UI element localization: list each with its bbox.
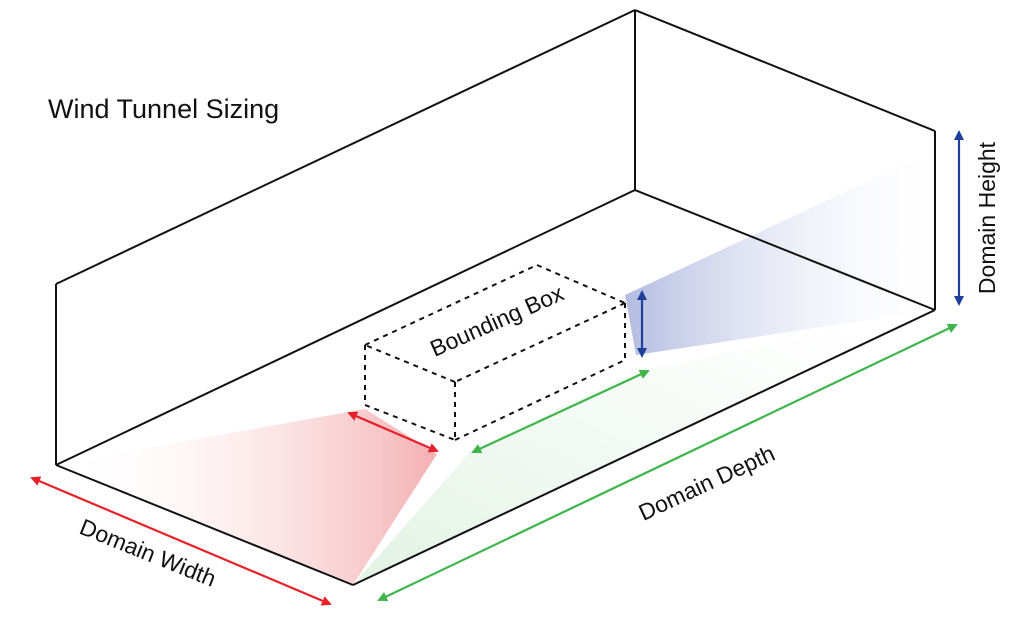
domain-width-arrow	[30, 476, 332, 606]
diagram-title: Wind Tunnel Sizing	[48, 94, 280, 124]
domain-width-label: Domain Width	[76, 513, 220, 591]
height-clearance-shade	[625, 150, 935, 355]
domain-depth-label: Domain Depth	[634, 440, 778, 526]
depth-clearance-arrow	[471, 369, 650, 454]
domain-height-label: Domain Height	[974, 141, 1000, 294]
domain-depth-arrow	[377, 323, 958, 602]
bounding-box-label: Bounding Box	[426, 279, 568, 361]
